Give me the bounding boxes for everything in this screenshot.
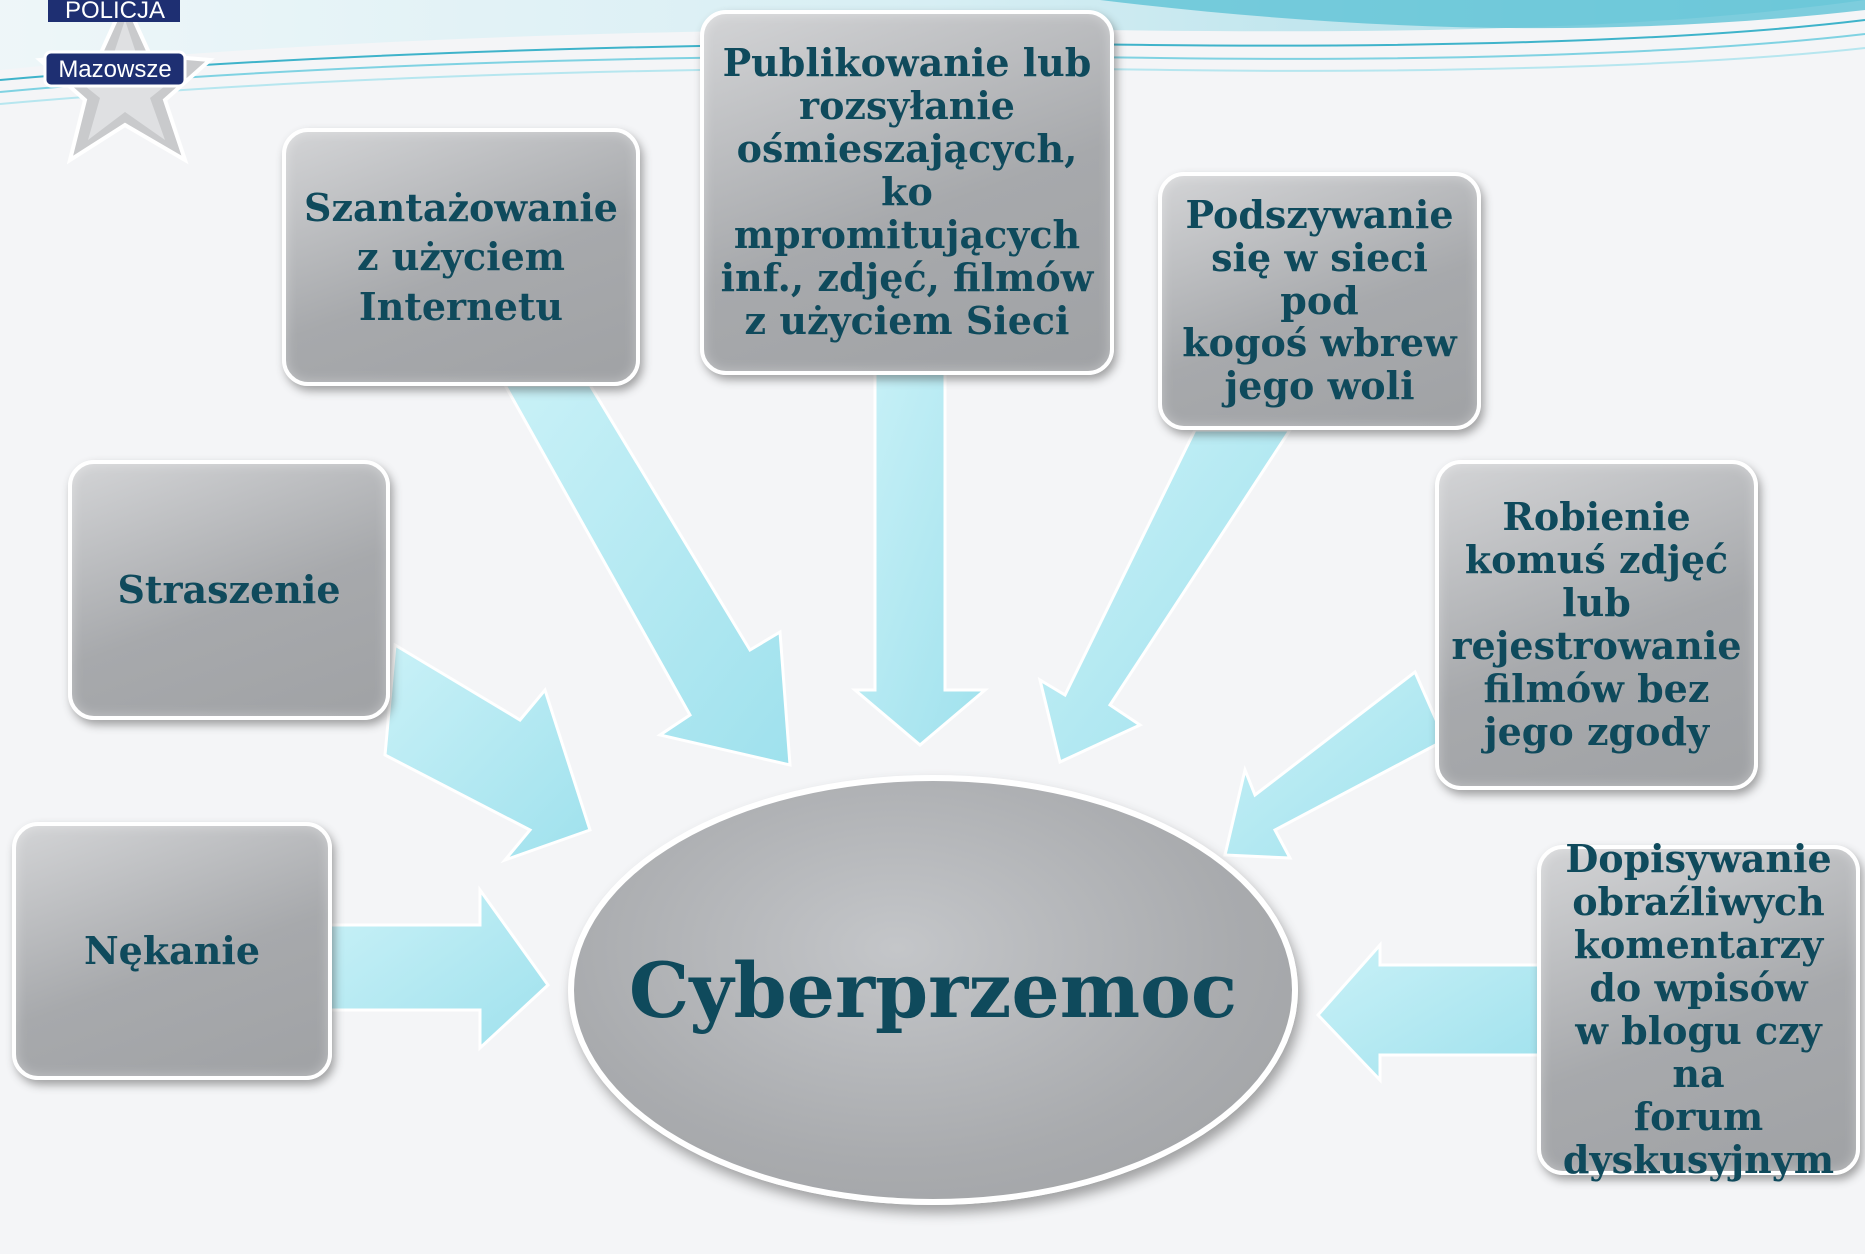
police-logo: POLICJA Mazowsze — [35, 0, 215, 165]
arrow-dopisywanie — [1315, 941, 1547, 1084]
logo-banner — [43, 50, 187, 88]
arrow-nekanie — [328, 885, 550, 1052]
node-szantazowanie: Szantażowanie z użyciem Internetu — [282, 128, 640, 386]
logo-top-text: POLICJA — [65, 0, 165, 24]
arrow-szantazowanie — [502, 383, 792, 767]
wave-shape-front — [1100, 0, 1865, 29]
arrow-robienie — [1223, 669, 1447, 860]
node-label: Robienie komuś zdjęć lub rejestrowanie f… — [1451, 494, 1742, 754]
center-label: Cyberprzemoc — [628, 945, 1238, 1035]
logo-top-bar — [48, 0, 180, 22]
center-ellipse: Cyberprzemoc — [568, 775, 1298, 1205]
node-robienie: Robienie komuś zdjęć lub rejestrowanie f… — [1435, 460, 1758, 790]
arrow-podszywanie — [1037, 428, 1293, 765]
node-label: Straszenie — [117, 566, 341, 612]
arrow-publikowanie — [850, 368, 990, 747]
arrow-straszenie — [383, 642, 592, 864]
node-label: Nękanie — [83, 927, 261, 973]
node-label: Podszywanie się w sieci pod kogoś wbrew … — [1182, 191, 1457, 409]
node-dopisywanie: Dopisywanie obraźliwych komentarzy do wp… — [1537, 837, 1860, 1181]
node-straszenie: Straszenie — [68, 460, 390, 720]
node-podszywanie: Podszywanie się w sieci pod kogoś wbrew … — [1158, 172, 1481, 430]
node-publikowanie: Publikowanie lub rozsyłanie ośmieszający… — [700, 10, 1114, 375]
node-label: Publikowanie lub rozsyłanie ośmieszający… — [720, 40, 1094, 343]
node-nekanie: Nękanie — [12, 822, 332, 1080]
node-label: Dopisywanie obraźliwych komentarzy do wp… — [1562, 836, 1835, 1182]
logo-bottom-text: Mazowsze — [58, 56, 171, 83]
node-label: Szantażowanie z użyciem Internetu — [304, 184, 618, 329]
